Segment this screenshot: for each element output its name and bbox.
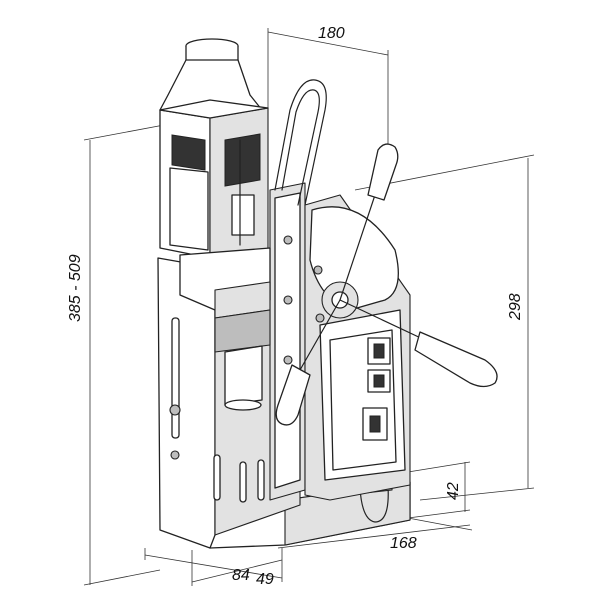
magnet-housing [304, 194, 411, 501]
feed-handles [275, 143, 498, 426]
carry-handle [274, 79, 327, 206]
motor-switch-rocker [373, 343, 385, 359]
vent-slot-3 [257, 459, 265, 501]
motor-side-label [224, 133, 261, 187]
dim-label-84: 84 [232, 567, 250, 584]
hub-bolt-2 [315, 313, 325, 323]
magnet-switch-rocker [369, 415, 381, 433]
motor-side-vent [231, 194, 255, 236]
ext-line-168-right [407, 517, 473, 531]
rail-bolt-2 [283, 295, 293, 305]
base-handle [359, 485, 389, 523]
rail-bolt-1 [283, 235, 293, 245]
dim-label-49: 49 [256, 571, 274, 588]
dim-label-298: 298 [507, 293, 524, 321]
motor-label-panel [169, 167, 209, 251]
feed-arm-upper [339, 194, 376, 301]
dim-line-84 [144, 554, 283, 579]
ext-line-42-top [407, 461, 471, 473]
dim-line-49 [191, 559, 283, 583]
hub-bolt-1 [313, 265, 323, 275]
guard-slot [171, 317, 180, 439]
dim-label-168: 168 [390, 535, 417, 552]
guard-knob [169, 404, 181, 416]
vent-slot-2 [239, 461, 247, 503]
arbor-tip [224, 399, 262, 411]
rail-bolt-3 [283, 355, 293, 365]
dim-line-180 [267, 31, 389, 56]
carry-handle-outer [274, 79, 327, 206]
carry-handle-inner [281, 89, 320, 206]
ext-line-385-bottom [83, 569, 161, 586]
feed-arm-right [339, 299, 426, 341]
motor-top [159, 99, 269, 119]
feed-grip-lower [275, 364, 311, 426]
feed-grip-right [414, 331, 498, 388]
ext-line-298-bottom [419, 487, 535, 501]
dim-label-42: 42 [445, 482, 462, 500]
ext-line-42-bottom [407, 509, 471, 519]
motor-switch-lower-rocker [373, 374, 385, 388]
motor-label-dark [171, 134, 206, 171]
arbor-housing [214, 309, 271, 353]
vent-slot-1 [213, 454, 221, 501]
guard-knob-lower [170, 450, 180, 460]
dim-line-168 [277, 524, 471, 549]
arbor [224, 345, 263, 406]
feed-grip-upper [367, 143, 399, 201]
motor [159, 38, 271, 411]
feed-arm-lower [299, 299, 341, 371]
dimension-lines [83, 28, 535, 586]
dim-label-180: 180 [318, 25, 345, 42]
dim-label-385-509: 385 - 509 [67, 254, 84, 322]
